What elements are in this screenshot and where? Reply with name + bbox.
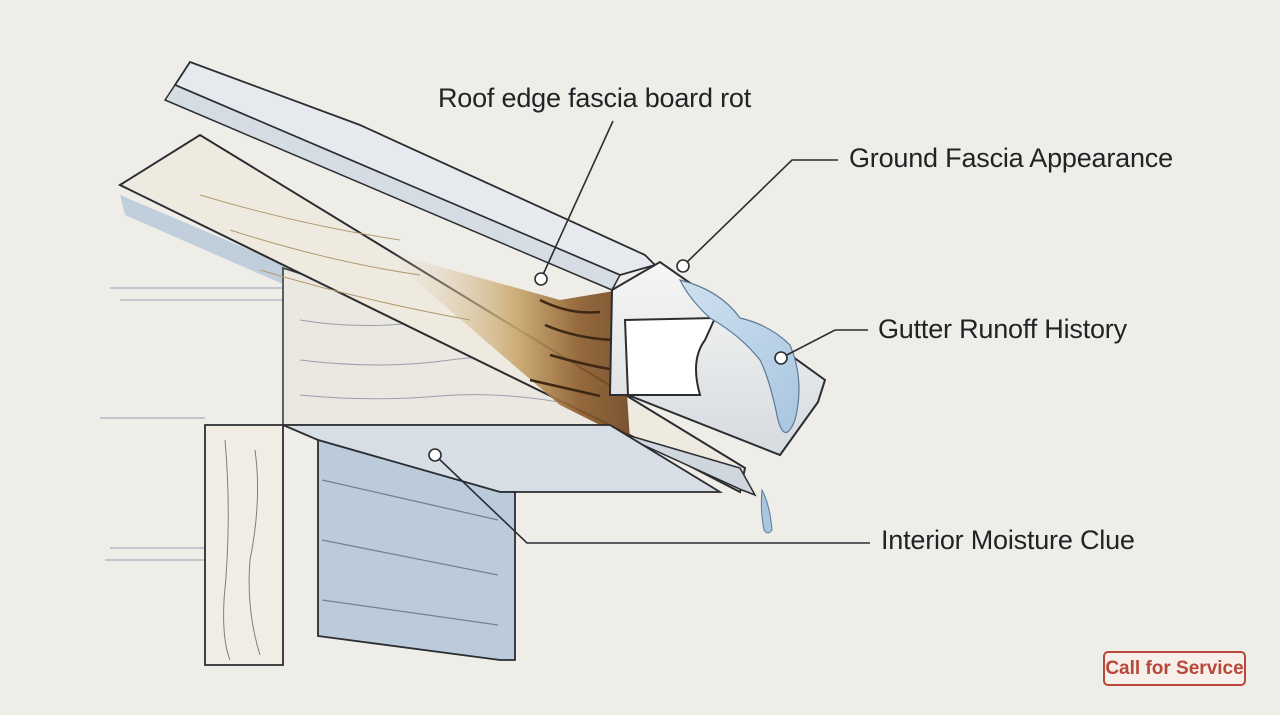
rot-cracks [529,298,616,398]
lintel [282,424,724,493]
rafter-shadow [120,195,285,285]
leader-line-ground-fascia [682,159,838,267]
leader-line-interior-moisture [434,454,870,544]
call-for-service-button[interactable]: Call for Service [1103,651,1246,686]
leader-lines [434,120,870,544]
wall-siding [100,287,285,561]
water-drip [760,488,773,534]
window-lines [321,479,499,626]
callout-interior-moisture: Interior Moisture Clue [881,525,1135,555]
wall-post [204,424,284,666]
call-for-service-label: Call for Service [1105,657,1244,679]
leader-line-gutter-runoff [780,329,868,359]
fascia-grain [199,194,471,321]
callout-gutter-runoff: Gutter Runoff History [878,314,1127,344]
callout-ground-fascia: Ground Fascia Appearance [849,143,1173,173]
fascia-rot-area [380,250,630,440]
leader-markers [428,259,788,462]
window-opening [317,438,516,661]
gutter-end-cap [623,316,717,396]
marker-fascia-rot [534,272,548,286]
marker-interior-moisture [428,448,442,462]
post-grain [223,439,261,661]
callout-fascia-rot: Roof edge fascia board rot [438,83,751,113]
marker-gutter-runoff [774,351,788,365]
gutter-body [608,260,827,457]
marker-ground-fascia [676,259,690,273]
leader-line-fascia-rot [540,120,614,280]
